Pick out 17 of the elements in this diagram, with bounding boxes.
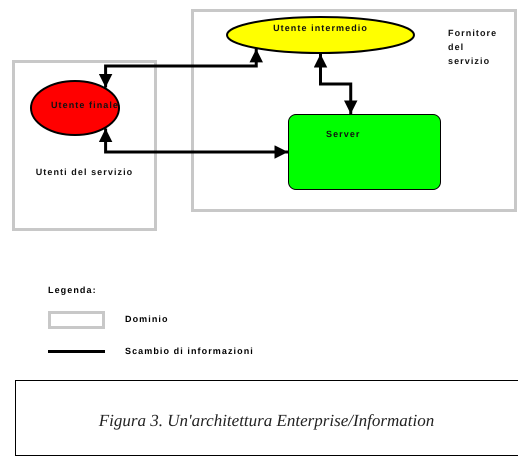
node-label: Server xyxy=(326,128,361,141)
node-label: Utente intermedio xyxy=(272,22,369,35)
node-label: Utente finale xyxy=(50,99,120,112)
legend-label: Scambio di informazioni xyxy=(125,344,254,358)
domain-box xyxy=(191,9,517,212)
connector-arrow xyxy=(98,128,288,159)
domain-box xyxy=(12,60,157,231)
legend-title: Legenda: xyxy=(48,284,97,297)
node-label: Fornitore del servizio xyxy=(448,27,498,68)
connector-arrow xyxy=(98,48,263,88)
ellipse-node xyxy=(226,16,415,54)
ellipse-node xyxy=(30,80,120,136)
node-label: Utenti del servizio xyxy=(34,166,134,179)
figure-caption: Figura 3. Un'architettura Enterprise/Information xyxy=(98,410,436,432)
connector-arrow xyxy=(314,54,358,114)
process-box xyxy=(288,114,441,190)
legend-label: Dominio xyxy=(125,313,169,326)
